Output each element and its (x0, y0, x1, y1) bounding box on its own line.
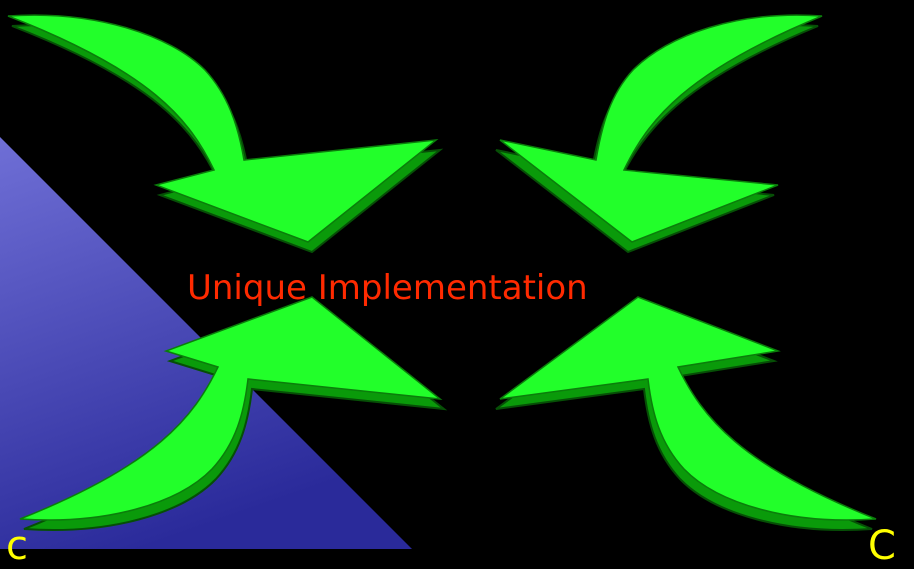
center-label: Unique Implementation (187, 268, 588, 308)
bottom-left-arrow (19, 296, 448, 531)
edge-text-left: c (6, 523, 28, 569)
top-left-arrow (7, 14, 444, 254)
edge-text-right: C (868, 523, 896, 569)
slide: Unique Implementation c C (0, 14, 896, 568)
slide-graphics (0, 14, 877, 549)
top-right-arrow (495, 14, 823, 254)
bottom-right-arrow (495, 296, 877, 531)
